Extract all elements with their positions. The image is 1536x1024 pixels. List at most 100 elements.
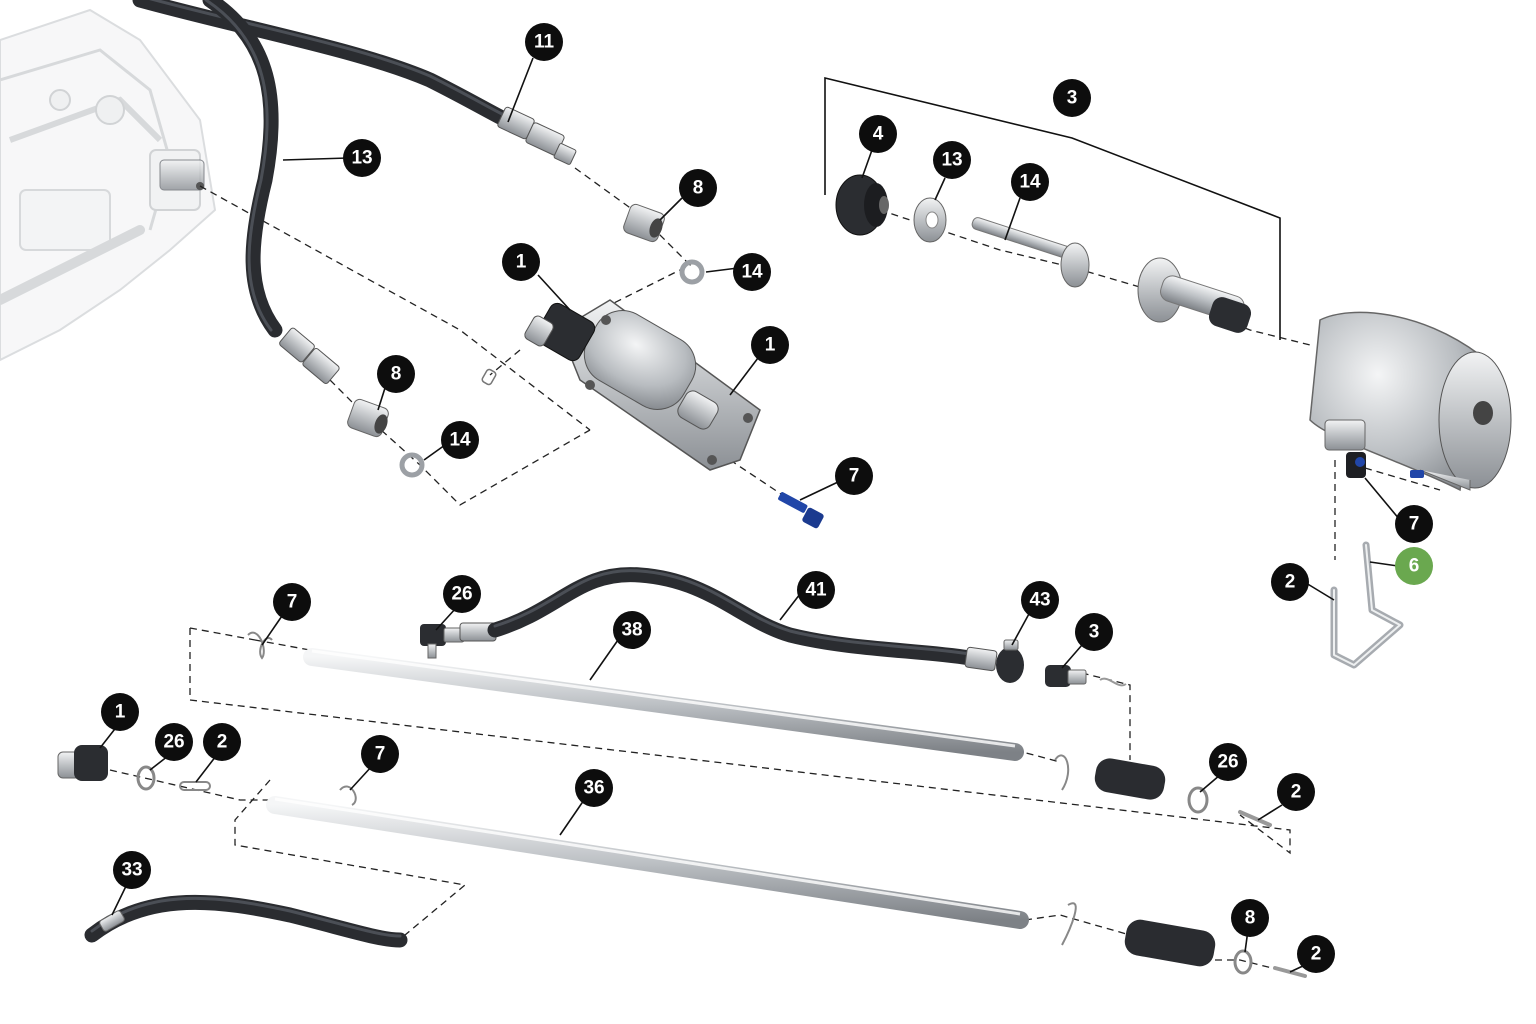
callout-13-upper-badge [343, 139, 381, 177]
callout-11-label: 11 [534, 32, 555, 53]
callout-7-lower-clip-label: 7 [375, 744, 386, 765]
callout-2-right-label: 2 [1291, 782, 1302, 803]
callout-8-lower-badge [377, 355, 415, 393]
callout-1-actuator-left: 1 [502, 243, 540, 281]
callout-41-label: 41 [805, 580, 827, 601]
callout-33: 33 [113, 851, 151, 889]
bolt-7-blue [778, 492, 824, 529]
callout-14-lower: 14 [441, 421, 479, 459]
leader-lines [99, 57, 1401, 973]
tube-38 [303, 648, 1024, 761]
hose-11 [132, 0, 577, 165]
shaft-14 [971, 217, 1090, 288]
callout-26-left-badge [155, 723, 193, 761]
callout-7-bolt-badge [835, 457, 873, 495]
assembly-dashed-lines [109, 167, 1441, 976]
callout-7-mid-clip-badge [273, 583, 311, 621]
callout-13-group: 13 [933, 141, 971, 179]
callout-1-lower: 1 [101, 693, 139, 731]
callout-33-label: 33 [121, 860, 142, 881]
callout-14-upper: 14 [733, 253, 771, 291]
callout-7-mid-clip: 7 [273, 583, 311, 621]
clip-7-lower [339, 785, 357, 806]
callout-1-actuator-left-label: 1 [516, 252, 527, 273]
callout-36: 36 [575, 769, 613, 807]
callout-6-highlight: 6 [1395, 547, 1433, 585]
callout-7-lower-clip-badge [361, 735, 399, 773]
callout-38-label: 38 [621, 620, 642, 641]
grommet-4 [835, 174, 889, 236]
washer-14-upper [679, 259, 705, 285]
callout-2-bottom-label: 2 [1311, 944, 1322, 965]
callout-2-left: 2 [203, 723, 241, 761]
callout-26-right-badge [1209, 743, 1247, 781]
tube-36 [266, 796, 1029, 929]
callout-14-upper-label: 14 [741, 262, 763, 283]
callout-26-tee-badge [443, 575, 481, 613]
fitting-1-lower [57, 745, 108, 781]
callout-8-bottom-label: 8 [1245, 908, 1256, 929]
callout-13-group-label: 13 [941, 150, 962, 171]
motor-housing [1309, 311, 1512, 492]
callout-13-group-badge [933, 141, 971, 179]
callout-2-right: 2 [1277, 773, 1315, 811]
o-ring-26-left [136, 765, 156, 791]
callout-14-lower-label: 14 [449, 430, 471, 451]
callout-14-group-badge [1011, 163, 1049, 201]
fitting-3-mid [1045, 665, 1087, 687]
callout-1-lower-label: 1 [115, 702, 126, 723]
callout-7-mid-clip-label: 7 [287, 592, 298, 613]
callout-4-badge [859, 115, 897, 153]
callout-7-motor-label: 7 [1409, 514, 1420, 535]
engine-frame-background [0, 8, 217, 362]
callout-1-actuator-right: 1 [751, 326, 789, 364]
callout-14-group-label: 14 [1019, 172, 1041, 193]
washer-14-lower [399, 452, 425, 478]
callout-26-tee: 26 [443, 575, 481, 613]
callout-8-bottom: 8 [1231, 899, 1269, 937]
o-ring-26-mid [1187, 786, 1209, 814]
callout-2-rod: 2 [1271, 563, 1309, 601]
callout-7-motor-badge [1395, 505, 1433, 543]
callout-38-badge [613, 611, 651, 649]
clamp-43 [996, 639, 1024, 683]
callout-38: 38 [613, 611, 651, 649]
tee-fitting-26 [420, 624, 465, 659]
callout-36-badge [575, 769, 613, 807]
o-ring-8-lower [1233, 949, 1253, 975]
callout-26-right: 26 [1209, 743, 1247, 781]
bent-rod-2 [1330, 541, 1404, 669]
sleeve-8-upper [623, 203, 665, 243]
clip-lower-right [1061, 902, 1077, 946]
callout-13-upper: 13 [343, 139, 381, 177]
callout-3-group-badge [1053, 79, 1091, 117]
callout-2-right-badge [1277, 773, 1315, 811]
callout-2-rod-badge [1271, 563, 1309, 601]
callout-41-badge [797, 571, 835, 609]
callout-4: 4 [859, 115, 897, 153]
callout-7-bolt: 7 [835, 457, 873, 495]
callout-2-rod-label: 2 [1285, 572, 1296, 593]
callout-14-group: 14 [1011, 163, 1049, 201]
engine-port-fitting [159, 159, 205, 191]
callout-11-badge [525, 23, 563, 61]
actuator-assembly-1 [524, 299, 761, 471]
bushing-7-blue [1346, 452, 1424, 478]
washer-13 [913, 197, 947, 243]
callout-43: 43 [1021, 581, 1059, 619]
callout-3-fitting: 3 [1075, 613, 1113, 651]
callout-8-lower-label: 8 [391, 364, 402, 385]
callout-14-lower-badge [441, 421, 479, 459]
pin-2-left [179, 781, 211, 791]
hose-41 [459, 567, 998, 672]
callout-1-actuator-left-badge [502, 243, 540, 281]
hose-33 [84, 894, 408, 948]
callout-41: 41 [797, 571, 835, 609]
callout-2-bottom-badge [1297, 935, 1335, 973]
callout-3-fitting-label: 3 [1089, 622, 1100, 643]
callout-13-upper-label: 13 [351, 148, 372, 169]
callout-7-bolt-label: 7 [849, 466, 860, 487]
callout-43-badge [1021, 581, 1059, 619]
piston-flange [1137, 257, 1252, 333]
